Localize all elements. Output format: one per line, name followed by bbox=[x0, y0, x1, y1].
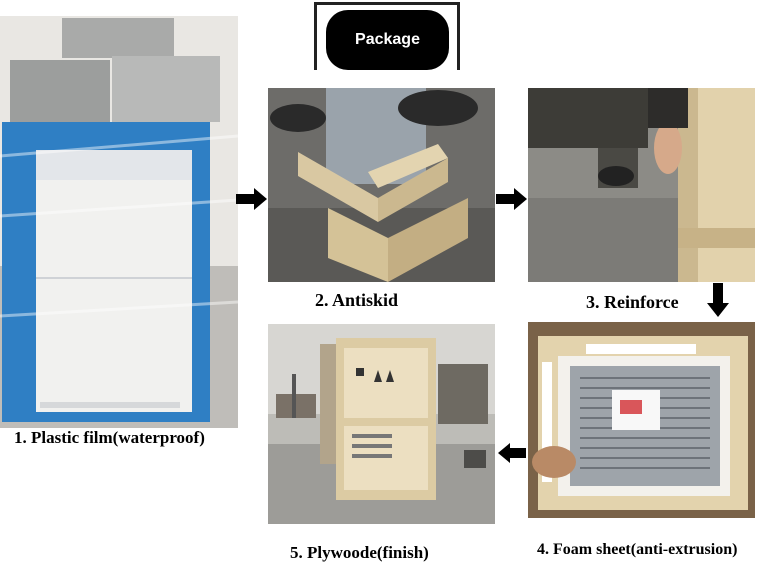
step2-photo bbox=[268, 88, 495, 282]
step2-caption: 2. Antiskid bbox=[315, 290, 399, 310]
step4-photo bbox=[528, 322, 755, 518]
step5-photo bbox=[268, 324, 495, 524]
step5-caption: 5. Plywoode(finish) bbox=[290, 543, 429, 562]
arrow-down-icon bbox=[707, 283, 729, 317]
arrow-left-icon bbox=[498, 443, 526, 463]
page-title: Package bbox=[326, 10, 449, 70]
step3-caption: 3. Reinforce bbox=[586, 292, 679, 312]
step4-caption: 4. Foam sheet(anti-extrusion) bbox=[537, 541, 738, 558]
step1-caption: 1. Plastic film(waterproof) bbox=[14, 428, 205, 447]
arrow-right-icon bbox=[236, 188, 267, 210]
step3-photo bbox=[528, 88, 755, 282]
step1-photo bbox=[0, 16, 238, 428]
header-frame bbox=[314, 2, 460, 70]
arrow-right-icon bbox=[496, 188, 527, 210]
